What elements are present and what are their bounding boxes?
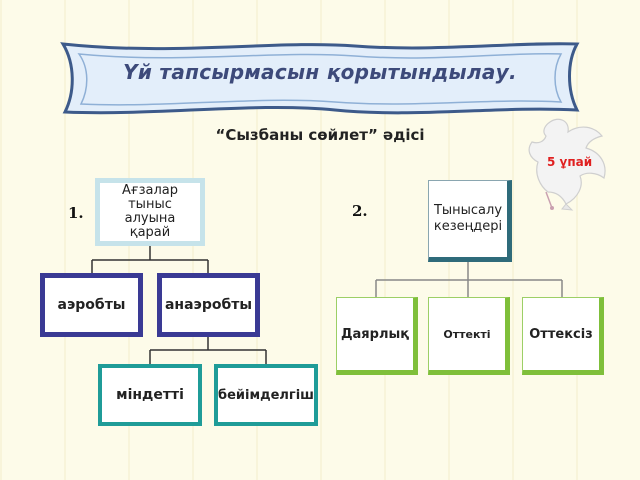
facultative-label: бейімделгіш [218, 387, 314, 403]
aerobic-box: аэробты [40, 273, 143, 337]
aerobic-label: аэробты [57, 297, 126, 313]
anoxic-label: Оттексіз [529, 326, 593, 342]
diagram-1-number: 1. [68, 204, 84, 222]
anaerobic-box: анаэробты [157, 273, 260, 337]
obligate-label: міндетті [116, 387, 184, 403]
anoxic-box: Оттексіз [522, 297, 604, 375]
diagram-1-root-label: Ағзалар тыныс алуына қарай [122, 183, 178, 240]
method-subtitle: “Сызбаны сөйлет” әдісі [215, 126, 425, 144]
title-banner [60, 42, 580, 115]
oxygen-label: Оттекті [443, 327, 491, 341]
banner-title: Үй тапсырмасын қорытындылау. [123, 60, 517, 84]
obligate-box: міндетті [98, 364, 202, 426]
diagram-1-root-box: Ағзалар тыныс алуына қарай [95, 178, 205, 246]
preparatory-label: Даярлық [340, 326, 410, 342]
points-badge: 5 ұпай [547, 155, 593, 169]
oxygen-box: Оттекті [428, 297, 510, 375]
anaerobic-label: анаэробты [164, 297, 253, 313]
dove-icon [528, 118, 606, 211]
diagram-2-number: 2. [352, 202, 368, 220]
diagram-2-root-box: Тынысалу кезеңдері [428, 180, 512, 262]
preparatory-box: Даярлық [336, 297, 418, 375]
diagram-2-root-label: Тынысалу кезеңдері [433, 203, 503, 234]
facultative-box: бейімделгіш [214, 364, 318, 426]
